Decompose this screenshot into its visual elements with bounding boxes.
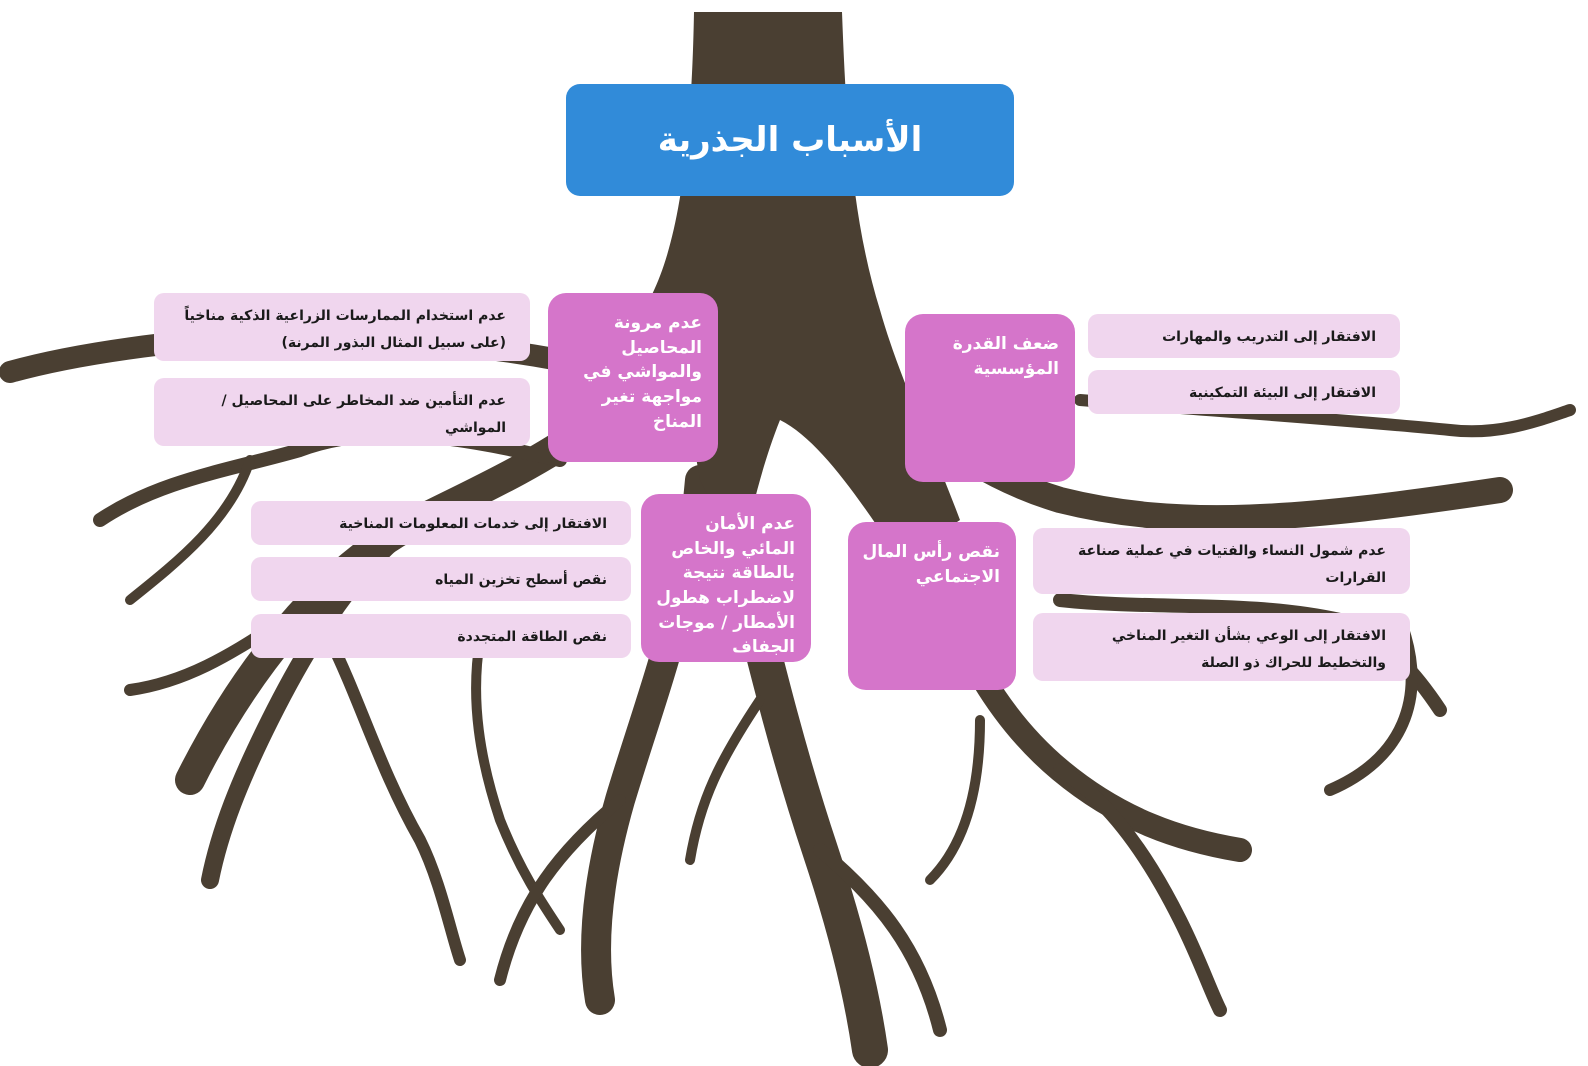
root-branch bbox=[471, 635, 565, 935]
sub-cause-training-skills: الافتقار إلى التدريب والمهارات bbox=[1088, 314, 1400, 358]
root-branch bbox=[324, 634, 466, 966]
sub-cause-women-inclusion: عدم شمول النساء والفتيات في عملية صناعة … bbox=[1033, 528, 1410, 594]
cause-social-capital: نقص رأس المال الاجتماعي bbox=[848, 522, 1016, 690]
root-causes-title: الأسباب الجذرية bbox=[566, 84, 1014, 196]
cause-water-energy-insecurity: عدم الأمان المائي والخاص بالطاقة نتيجة ل… bbox=[641, 494, 811, 662]
sub-cause-no-insurance: عدم التأمين ضد المخاطر على المحاصيل / ال… bbox=[154, 378, 530, 446]
root-branch bbox=[125, 455, 255, 605]
root-branch bbox=[1053, 763, 1227, 1017]
sub-cause-renewable-energy: نقص الطاقة المتجددة bbox=[251, 614, 631, 658]
sub-cause-enabling-environment: الافتقار إلى البيئة التمكينية bbox=[1088, 370, 1400, 414]
sub-cause-climate-info-services: الافتقار إلى خدمات المعلومات المناخية bbox=[251, 501, 631, 545]
sub-cause-climate-awareness: الافتقار إلى الوعي بشأن التغير المناخي و… bbox=[1033, 613, 1410, 681]
sub-cause-climate-smart-practices: عدم استخدام الممارسات الزراعية الذكية من… bbox=[154, 293, 530, 361]
root-branch bbox=[685, 695, 765, 865]
cause-institutional-capacity: ضعف القدرة المؤسسية bbox=[905, 314, 1075, 482]
root-branch bbox=[925, 715, 985, 885]
sub-cause-water-storage: نقص أسطح تخزين المياه bbox=[251, 557, 631, 601]
cause-crop-livestock-resilience: عدم مرونة المحاصيل والمواشي في مواجهة تغ… bbox=[548, 293, 718, 462]
root-branch bbox=[813, 843, 947, 1037]
root-branch bbox=[494, 794, 626, 986]
